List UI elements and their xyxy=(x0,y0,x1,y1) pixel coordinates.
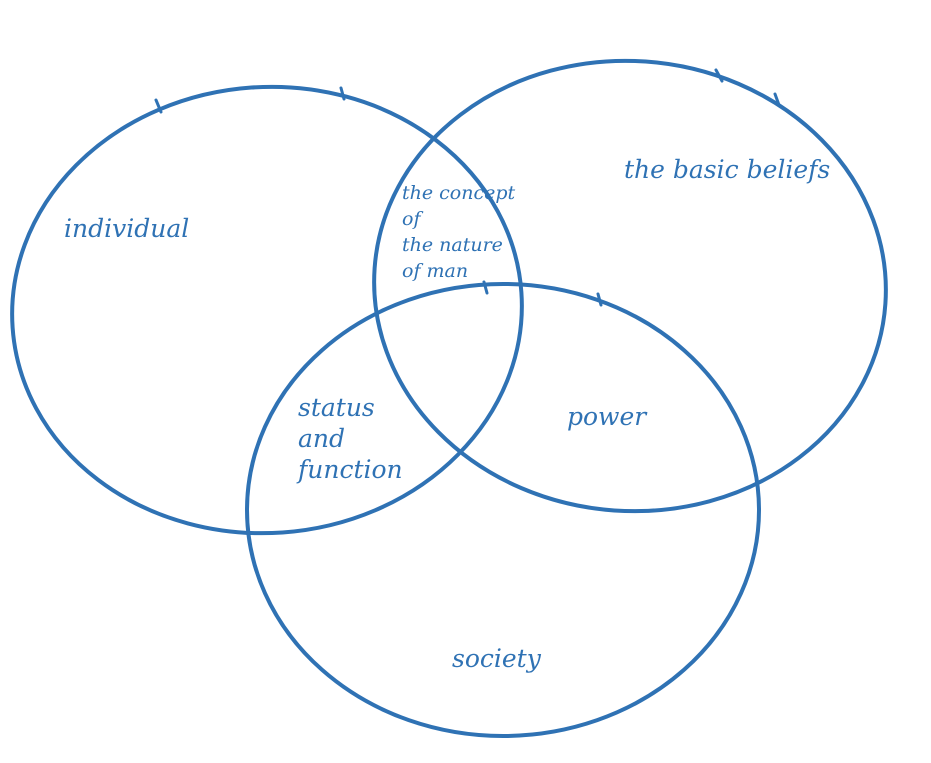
label-concept-nature-of-man: the concept of the nature of man xyxy=(402,180,515,284)
label-line: status xyxy=(298,393,375,422)
label-society: society xyxy=(452,644,541,673)
pen-mark xyxy=(714,68,724,83)
label-line: function xyxy=(298,455,403,484)
label-line: the nature xyxy=(402,234,503,256)
label-individual: individual xyxy=(64,214,190,243)
label-line: of man xyxy=(402,260,469,282)
pen-mark xyxy=(596,292,603,307)
pen-mark xyxy=(482,280,489,295)
pen-mark xyxy=(773,92,781,107)
label-line: of xyxy=(402,208,421,230)
label-status-and-function: status and function xyxy=(298,392,403,485)
label-power: power xyxy=(567,402,647,431)
circle-basic-beliefs xyxy=(372,58,888,514)
circle-society xyxy=(245,282,761,738)
circle-individual xyxy=(10,84,524,536)
label-line: and xyxy=(298,424,346,453)
pen-mark xyxy=(154,98,163,114)
pen-mark xyxy=(339,86,346,101)
label-basic-beliefs: the basic beliefs xyxy=(624,155,831,184)
label-line: the concept xyxy=(402,182,516,204)
